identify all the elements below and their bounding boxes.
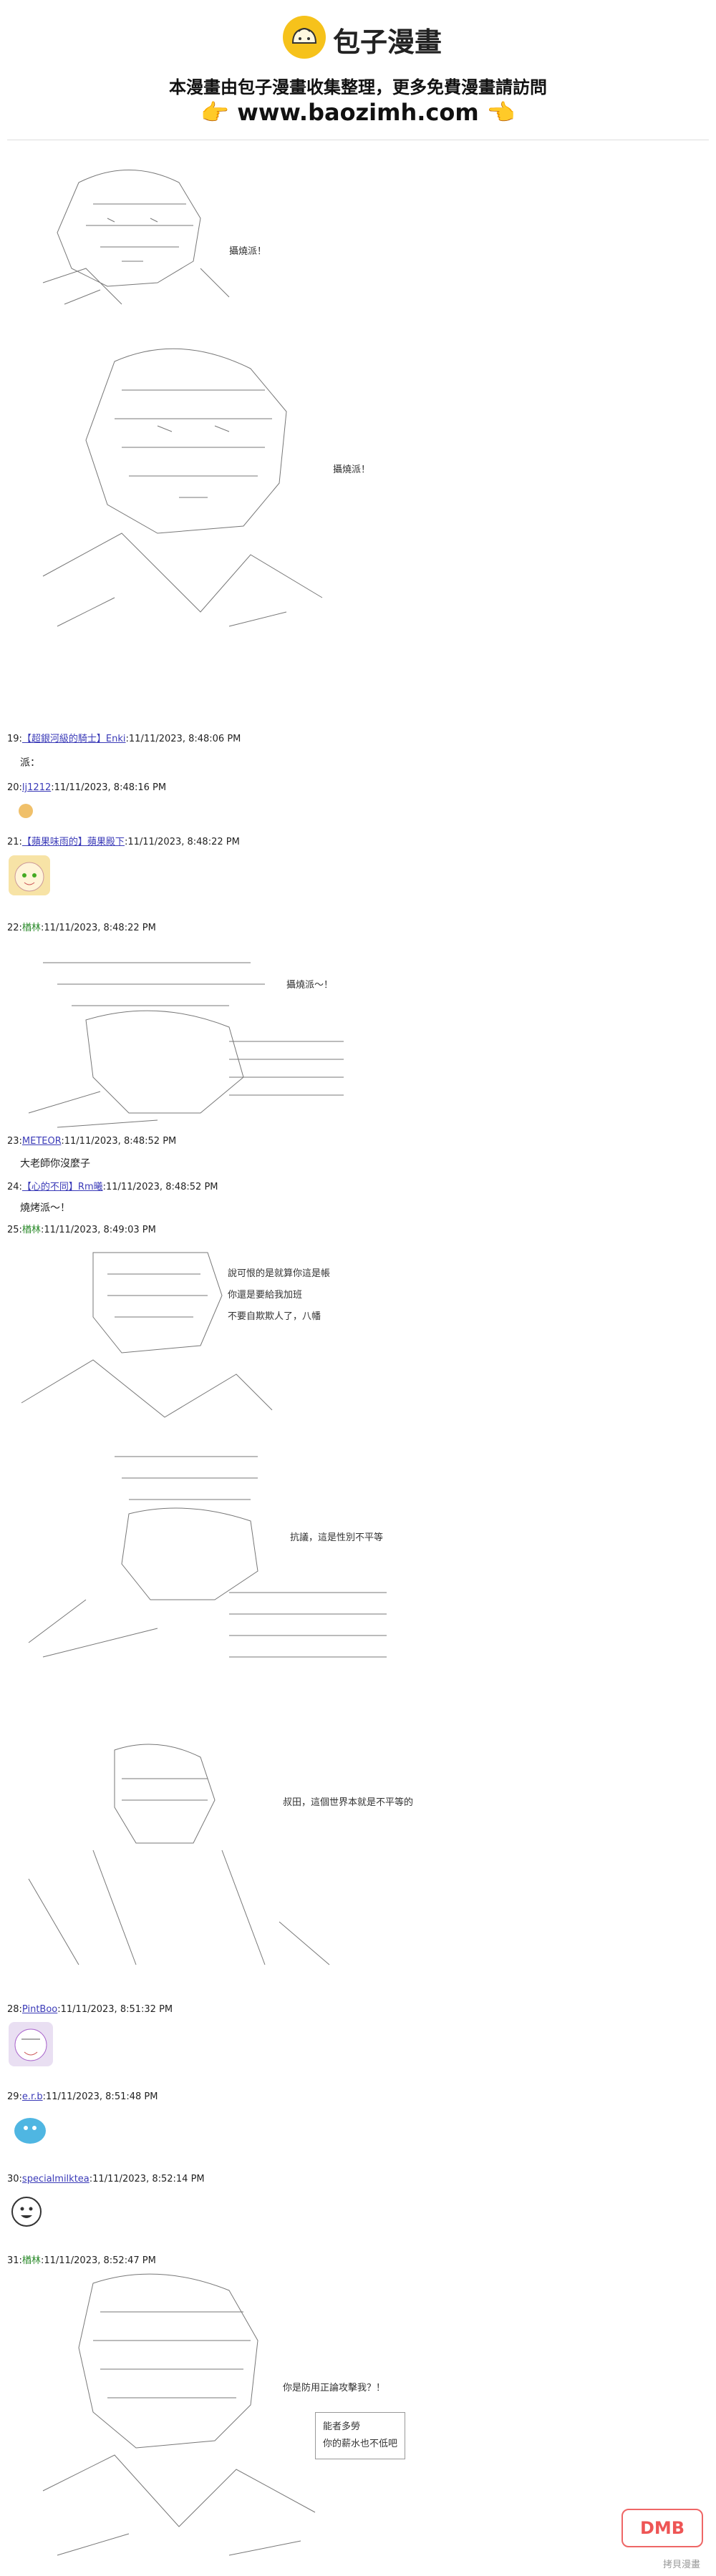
sticker-image xyxy=(9,2194,44,2230)
site-name: 包子漫畫 xyxy=(333,26,442,58)
pointing-hand-icon: 👉 xyxy=(200,99,230,126)
art-caption: 你是防用正論攻擊我？！ xyxy=(283,2383,386,2393)
sticker-image xyxy=(9,2022,53,2066)
poster-name[interactable]: e.r.b xyxy=(21,2091,43,2102)
ascii-art-figure: 攝燒派～！ xyxy=(0,934,716,1134)
site-url-line[interactable]: 👉 www.baozimh.com 👈 xyxy=(0,99,716,126)
art-caption: 叔田，這個世界本就是不平等的 xyxy=(283,1797,414,1808)
post-body: 派： xyxy=(20,757,40,769)
ascii-art-figure: 說可恨的是就算你這是帳 你還是要給我加班 不要自欺欺人了，八幡 xyxy=(0,1238,716,1432)
sticker-image xyxy=(19,804,33,818)
sticker-image xyxy=(9,2109,53,2148)
art-caption: 攝燒派！ xyxy=(229,246,267,257)
site-url[interactable]: www.baozimh.com xyxy=(237,99,479,126)
poster-name[interactable]: lj1212 xyxy=(21,782,52,793)
thread: 攝燒派！ 攝燒派！ 19:【超銀河級的騎士】Enki:11/11/2023, 8… xyxy=(0,140,716,2576)
poster-name[interactable]: 楢林 xyxy=(21,2255,41,2266)
bun-logo-icon xyxy=(283,16,326,59)
post-header: 21:【蘋果味雨的】蘋果殿下:11/11/2023, 8:48:22 PM xyxy=(7,837,240,847)
poster-name[interactable]: 楢林 xyxy=(21,923,41,933)
site-banner: 包子漫畫 本漫畫由包子漫畫收集整理，更多免費漫畫請訪問 👉 www.baozim… xyxy=(0,0,716,136)
poster-name[interactable]: 【蘋果味雨的】蘋果殿下 xyxy=(21,837,125,847)
ascii-art-figure: 抗議，這是性別不平等 xyxy=(0,1442,716,1664)
post-header: 23:METEOR:11/11/2023, 8:48:52 PM xyxy=(7,1136,177,1147)
ascii-art-figure: 攝燒派！ xyxy=(0,340,716,655)
poster-name[interactable]: PintBoo xyxy=(21,2004,58,2015)
poster-name[interactable]: 【超銀河級的騎士】Enki xyxy=(21,734,126,744)
post-header: 22:楢林:11/11/2023, 8:48:22 PM xyxy=(7,923,156,933)
post-header: 20:lj1212:11/11/2023, 8:48:16 PM xyxy=(7,782,167,793)
post-header: 24:【心的不同】Rm曦:11/11/2023, 8:48:52 PM xyxy=(7,1182,218,1192)
ascii-art-figure: 攝燒派！ xyxy=(0,161,716,319)
dialog-lines: 說可恨的是就算你這是帳 你還是要給我加班 不要自欺欺人了，八幡 xyxy=(228,1268,331,1322)
ascii-art-figure: 你是防用正論攻擊我？！ 能者多勞 你的薪水也不低吧 xyxy=(0,2269,716,2570)
poster-name[interactable]: METEOR xyxy=(21,1136,62,1147)
art-caption: 抗議，這是性別不平等 xyxy=(290,1532,384,1543)
post-header: 30:specialmilktea:11/11/2023, 8:52:14 PM xyxy=(7,2174,205,2184)
post-header: 25:楢林:11/11/2023, 8:49:03 PM xyxy=(7,1225,156,1235)
pointing-hand-icon: 👈 xyxy=(486,99,516,126)
art-caption: 攝燒派！ xyxy=(333,465,371,475)
art-caption: 攝燒派～！ xyxy=(286,980,334,991)
poster-name[interactable]: 【心的不同】Rm曦 xyxy=(21,1182,103,1192)
post-header: 28:PintBoo:11/11/2023, 8:51:32 PM xyxy=(7,2004,173,2015)
post-body: 大老師你沒麼子 xyxy=(20,1158,90,1170)
watermark-caption: 拷貝漫畫 xyxy=(662,2560,700,2570)
post-body: 燒烤派～！ xyxy=(20,1202,70,1214)
post-header: 19:【超銀河級的騎士】Enki:11/11/2023, 8:48:06 PM xyxy=(7,734,241,744)
ascii-art-figure: 叔田，這個世界本就是不平等的 xyxy=(0,1736,716,1972)
dialog-box: 能者多勞 你的薪水也不低吧 xyxy=(315,2412,406,2459)
poster-name[interactable]: specialmilktea xyxy=(21,2174,90,2184)
watermark-logo: DMB xyxy=(621,2509,703,2547)
tagline: 本漫畫由包子漫畫收集整理，更多免費漫畫請訪問 xyxy=(169,77,547,97)
post-header: 29:e.r.b:11/11/2023, 8:51:48 PM xyxy=(7,2091,158,2102)
post-header: 31:楢林:11/11/2023, 8:52:47 PM xyxy=(7,2255,156,2266)
poster-name[interactable]: 楢林 xyxy=(21,1225,41,1235)
sticker-image xyxy=(9,855,50,895)
